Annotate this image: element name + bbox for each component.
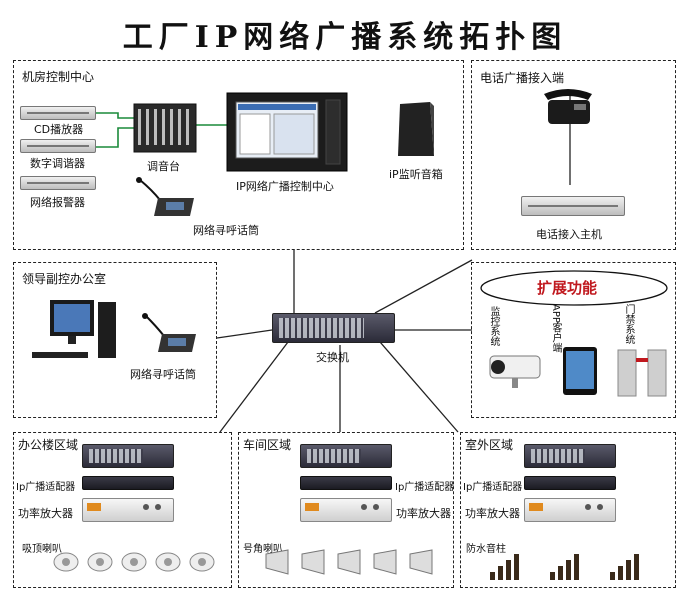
- control-room-label: 机房控制中心: [22, 70, 95, 84]
- monitor-speaker-label: iP监听音箱: [389, 168, 443, 181]
- ip-adapter-label: Ip广播适配器: [395, 482, 455, 493]
- phone-zone: [471, 60, 676, 250]
- ip-adapter-device: [300, 476, 392, 490]
- power-amp-device: [82, 498, 174, 522]
- extensions-title: 扩展功能: [537, 279, 598, 297]
- mixer-icon: [133, 103, 197, 153]
- cd-player-label: CD播放器: [34, 123, 84, 136]
- mixer-label: 调音台: [147, 160, 180, 173]
- horn-speakers-icon: [265, 549, 433, 575]
- control-center-label: IP网络广播控制中心: [236, 180, 334, 193]
- control-center-rack-icon: [226, 92, 348, 172]
- power-amp-label: 功率放大器: [465, 507, 520, 520]
- speaker-type-label: 防水音柱: [466, 544, 506, 555]
- leadership-office-label: 领导副控办公室: [22, 272, 107, 286]
- tuner-label: 数字调谐器: [30, 157, 85, 170]
- monitoring-label: 监控系统: [488, 306, 499, 346]
- ip-adapter-label: Ip广播适配器: [16, 482, 76, 493]
- page-title: 工厂IP网络广播系统拓扑图: [122, 20, 568, 55]
- zone-label: 办公楼区域: [18, 438, 79, 452]
- power-amp-label: 功率放大器: [396, 507, 451, 520]
- ip-adapter-device: [524, 476, 616, 490]
- leadership-office-zone: [13, 262, 217, 418]
- monitor-speaker-icon: [398, 102, 434, 156]
- phone-host-label: 电话接入主机: [536, 228, 602, 241]
- workshop-zone: [238, 432, 454, 588]
- ip-adapter-label: Ip广播适配器: [463, 482, 523, 493]
- phone-host-device: [521, 196, 625, 216]
- zone-switch: [300, 444, 392, 468]
- tablet-icon: [563, 347, 597, 395]
- cd-player-device: [20, 106, 96, 120]
- alarm-label: 网络报警器: [30, 196, 85, 209]
- extensions-ellipse: [480, 270, 668, 306]
- outdoor-zone: [460, 432, 676, 588]
- ip-adapter-device: [82, 476, 174, 490]
- zone-switch: [82, 444, 174, 468]
- office-building-zone: [13, 432, 232, 588]
- speaker-type-label: 吸顶喇叭: [22, 544, 62, 555]
- phone-zone-label: 电话广播接入端: [480, 71, 565, 85]
- zone-label: 室外区域: [465, 438, 514, 452]
- paging-mic-label: 网络寻呼话筒: [193, 224, 259, 237]
- extensions-zone: [471, 262, 676, 418]
- power-amp-label: 功率放大器: [18, 507, 73, 520]
- zone-label: 车间区域: [243, 438, 292, 452]
- telephone-icon: [544, 89, 592, 124]
- access-gate-icon: [617, 349, 667, 397]
- power-amp-device: [524, 498, 616, 522]
- core-switch-device: [272, 313, 395, 343]
- column-speakers-icon: [490, 554, 639, 580]
- tuner-device: [20, 139, 96, 153]
- app-label: APP客户端: [550, 304, 561, 353]
- zone-switch: [524, 444, 616, 468]
- speaker-type-label: 号角喇叭: [243, 544, 283, 555]
- camera-icon: [489, 355, 541, 388]
- power-amp-device: [300, 498, 392, 522]
- control-room-zone: [13, 60, 464, 250]
- computer-icon: [32, 300, 116, 358]
- alarm-device: [20, 176, 96, 190]
- paging-mic-icon: [136, 177, 194, 216]
- ceiling-speakers-icon: [53, 552, 215, 572]
- office-paging-mic-icon: [142, 313, 196, 352]
- access-label: 门禁系统: [623, 304, 634, 344]
- office-paging-mic-label: 网络寻呼话筒: [130, 368, 196, 381]
- core-switch-label: 交换机: [316, 351, 349, 364]
